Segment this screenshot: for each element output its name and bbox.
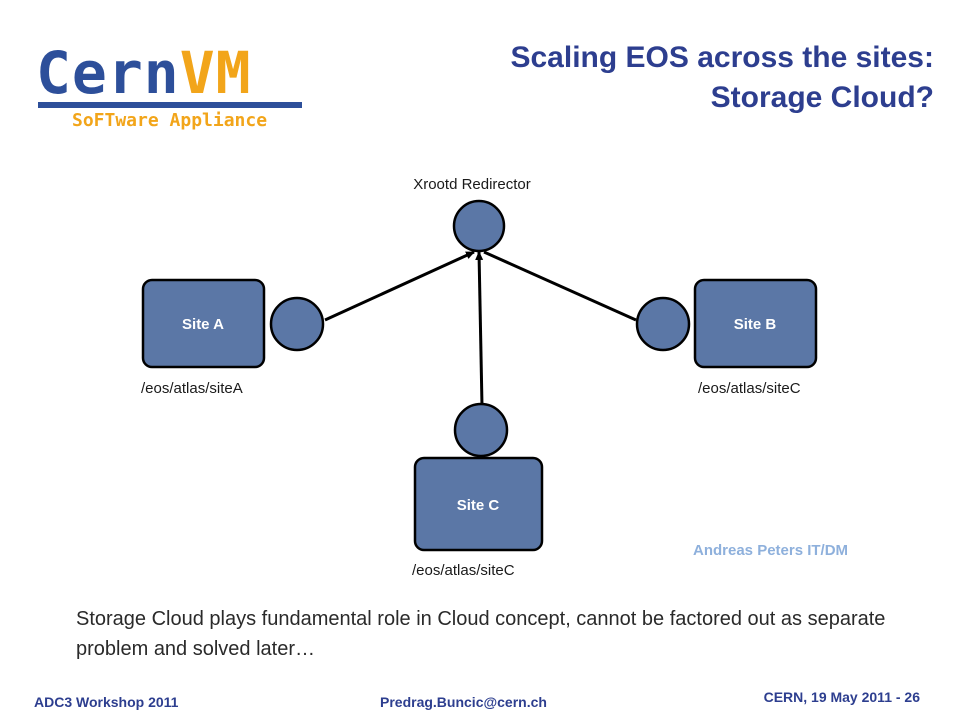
logo-rule (38, 102, 302, 108)
site-c-path: /eos/atlas/siteC (412, 562, 515, 579)
edge-siteA-to-redirector (324, 250, 475, 322)
site-c-box (413, 456, 544, 552)
site-b-box (693, 278, 818, 369)
slide-title: Scaling EOS across the sites: Storage Cl… (374, 38, 934, 118)
slide-title-line1: Scaling EOS across the sites: (510, 41, 934, 74)
logo-vm-text: VM (179, 39, 252, 107)
site-a-label: Site A (182, 316, 224, 333)
slide-title-line2: Storage Cloud? (710, 81, 934, 114)
site-c-label: Site C (457, 497, 500, 514)
logo-wordmark: CernVM (36, 42, 252, 104)
logo-subtitle: SoFTware Appliance (72, 110, 268, 131)
bullet-text: Storage Cloud plays fundamental role in … (76, 608, 886, 660)
edge-siteC-to-redirector (475, 251, 484, 407)
footer-email: Predrag.Buncic@cern.ch (380, 694, 547, 710)
site-b-node (635, 296, 691, 352)
site-a-node (269, 296, 325, 352)
logo-cern-text: Cern (36, 39, 180, 107)
bullet-point: Storage Cloud plays fundamental role in … (46, 604, 916, 664)
footer-date-page: CERN, 19 May 2011 - 26 (763, 689, 920, 705)
site-a-path: /eos/atlas/siteA (141, 380, 243, 397)
author-credit: Andreas Peters IT/DM (693, 542, 849, 559)
site-a-box (141, 278, 266, 369)
redirector-label: Xrootd Redirector (413, 176, 531, 193)
edge-siteB-to-redirector (483, 250, 637, 322)
footer-event: ADC3 Workshop 2011 (34, 694, 179, 710)
site-b-label: Site B (734, 316, 777, 333)
site-b-path: /eos/atlas/siteC (698, 380, 801, 397)
site-c-node (453, 402, 509, 458)
cernvm-logo: CernVM SoFTware Appliance (36, 42, 312, 134)
redirector-node (452, 199, 506, 253)
